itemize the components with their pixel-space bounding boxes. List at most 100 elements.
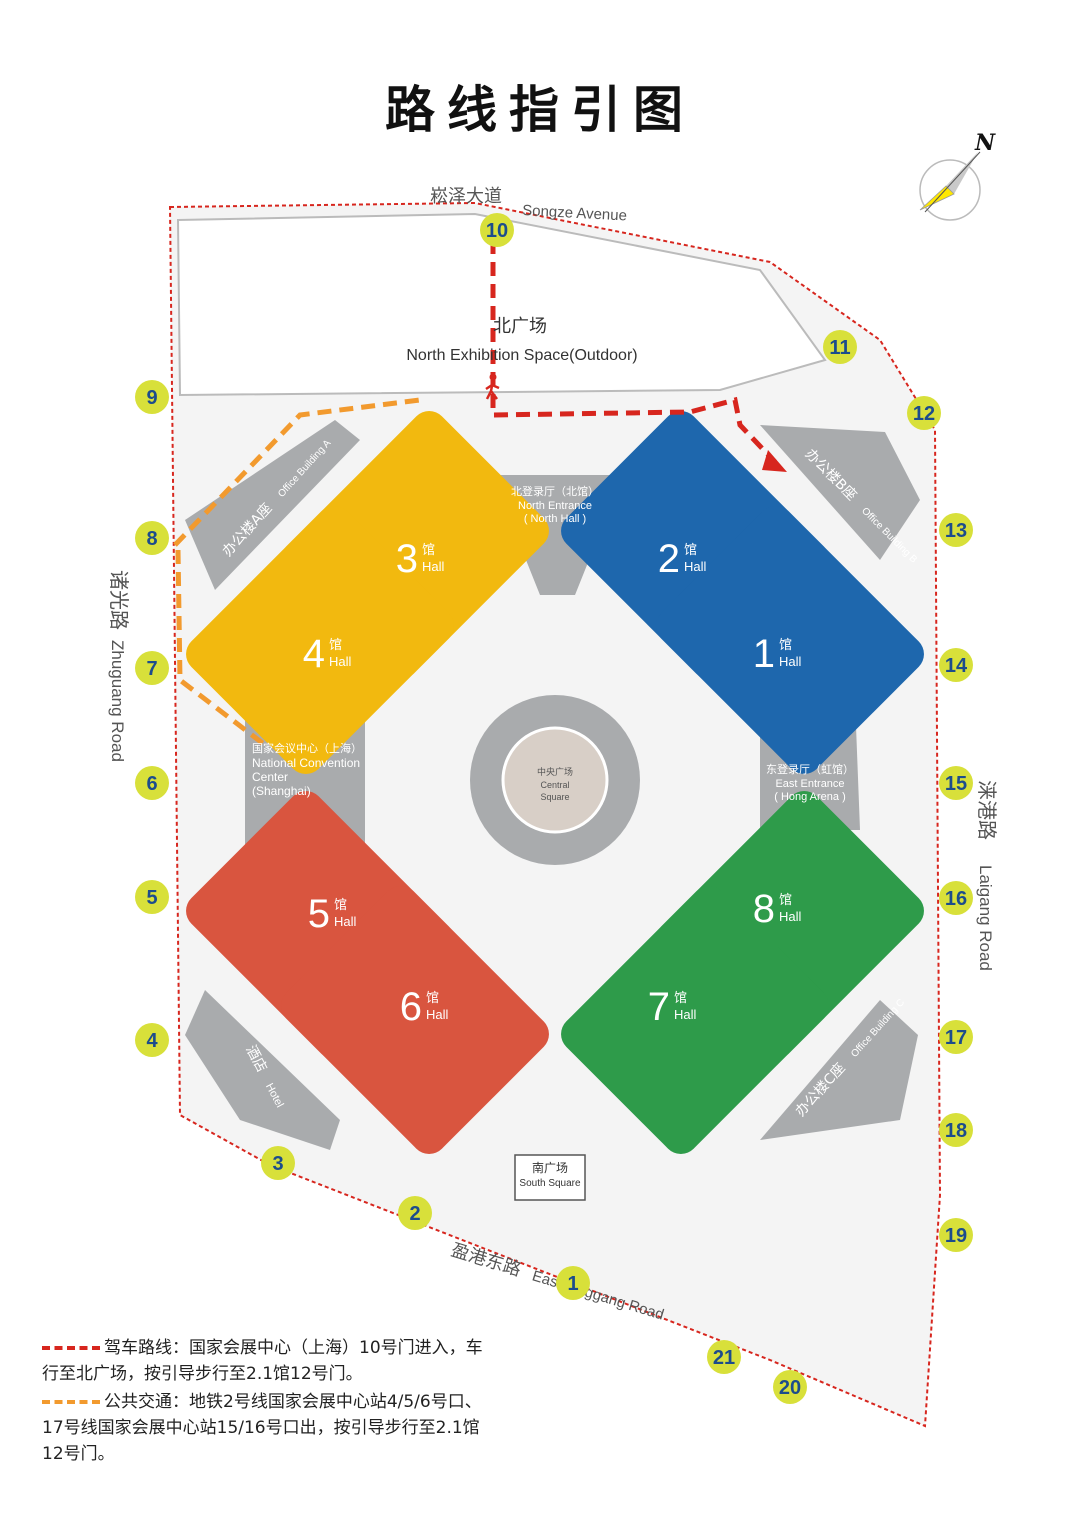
- east-entrance-cn: 东登录厅（虹馆）: [766, 762, 854, 776]
- page-title: 路线指引图: [385, 81, 695, 139]
- gate-4: 4: [135, 1023, 169, 1057]
- north-hall-en1: North Entrance: [518, 500, 592, 512]
- gate-marker: [135, 880, 169, 914]
- gate-16: 16: [939, 881, 973, 915]
- central-square: [501, 726, 609, 834]
- gate-13: 13: [939, 513, 973, 547]
- gate-number: 8: [146, 528, 157, 550]
- hall-en: Hall: [674, 1007, 697, 1022]
- legend-drive-line2: 行至北广场，按引导步行至2.1馆12号门。: [42, 1364, 363, 1384]
- gate-marker: [261, 1146, 295, 1180]
- hall-cn: 馆: [422, 543, 435, 558]
- gate-6: 6: [135, 766, 169, 800]
- gate-9: 9: [135, 380, 169, 414]
- east-entrance-en1: East Entrance: [775, 778, 844, 790]
- gate-marker: [135, 1023, 169, 1057]
- gate-number: 12: [913, 403, 935, 425]
- transit-route: [173, 397, 421, 747]
- gate-number: 21: [713, 1347, 735, 1369]
- gate-number: 20: [779, 1377, 801, 1399]
- gate-marker: [398, 1196, 432, 1230]
- compass-north-label: N: [974, 130, 996, 156]
- north-hall-en2: ( North Hall ): [524, 513, 586, 525]
- north-plaza-cn: 北广场: [493, 316, 547, 337]
- hall-cn: 馆: [334, 898, 347, 913]
- gate-12: 12: [907, 396, 941, 430]
- road-east-en: Laigang Road: [976, 865, 995, 971]
- hall-number: 3: [396, 537, 418, 581]
- compass-icon: [919, 151, 981, 221]
- north-plaza: [176, 212, 827, 397]
- central-en1: Central: [540, 780, 569, 790]
- hotel: [185, 990, 340, 1150]
- central-en2: Square: [540, 792, 569, 802]
- hall-cn: 馆: [674, 991, 687, 1006]
- gate-number: 1: [567, 1273, 578, 1295]
- north-plaza-en: North Exhibition Space(Outdoor): [406, 347, 637, 364]
- gate-number: 13: [945, 520, 967, 542]
- hall-en: Hall: [779, 909, 802, 924]
- gate-17: 17: [939, 1020, 973, 1054]
- gate-marker: [135, 766, 169, 800]
- hall-block-1: [656, 506, 924, 774]
- road-north-cn: 崧泽大道: [430, 186, 502, 207]
- central-cn: 中央广场: [537, 766, 573, 778]
- gate-number: 11: [829, 337, 850, 359]
- gate-20: 20: [773, 1370, 807, 1404]
- hall-en: Hall: [422, 559, 445, 574]
- gate-marker: [939, 766, 973, 800]
- legend-transit-line2: 17号线国家会展中心站15/16号口出，按引导步行至2.1馆: [42, 1418, 480, 1438]
- hall-number: 6: [400, 985, 422, 1029]
- gate-number: 2: [409, 1203, 420, 1225]
- legend-transit-line1: 公共交通：地铁2号线国家会展中心站4/5/6号口、: [104, 1392, 482, 1412]
- road-east-cn: 涞港路: [975, 780, 999, 840]
- gate-marker: [135, 380, 169, 414]
- hall-cn: 馆: [779, 893, 792, 908]
- gate-marker: [939, 1020, 973, 1054]
- convention-en3: (Shanghai): [252, 784, 311, 798]
- hall-block-6: [281, 886, 549, 1154]
- gate-8: 8: [135, 521, 169, 555]
- gate-number: 18: [945, 1120, 967, 1142]
- gate-2: 2: [398, 1196, 432, 1230]
- gate-11: 11: [823, 330, 857, 364]
- gate-marker: [707, 1340, 741, 1374]
- east-entrance-en2: ( Hong Arena ): [774, 791, 846, 803]
- convention-en1: National Convention: [252, 756, 360, 770]
- office-building-a: [185, 420, 360, 590]
- hall-en: Hall: [779, 654, 802, 669]
- hall-cn: 馆: [779, 638, 792, 653]
- gate-7: 7: [135, 651, 169, 685]
- hall-cn: 馆: [329, 638, 342, 653]
- gate-number: 10: [486, 220, 508, 242]
- gate-marker: [939, 648, 973, 682]
- south-square-en: South Square: [519, 1178, 581, 1189]
- gate-number: 16: [945, 888, 967, 910]
- gate-10: 10: [480, 213, 514, 247]
- gate-marker: [480, 213, 514, 247]
- hall-block-4: [186, 506, 454, 774]
- office-building-c: [760, 1000, 918, 1140]
- hall-en: Hall: [334, 914, 357, 929]
- hall-number: 4: [303, 632, 325, 676]
- hall-cn: 馆: [426, 991, 439, 1006]
- gate-number: 7: [146, 658, 157, 680]
- road-west-cn: 诸光路: [107, 570, 131, 630]
- road-north-en: Songze Avenue: [522, 202, 628, 224]
- gate-marker: [135, 651, 169, 685]
- hall-number: 5: [308, 892, 330, 936]
- gate-19: 19: [939, 1218, 973, 1252]
- gate-number: 4: [146, 1030, 158, 1052]
- legend-transit-line3: 12号门。: [42, 1444, 115, 1464]
- gate-1: 1: [556, 1266, 590, 1300]
- gate-number: 15: [945, 773, 967, 795]
- gate-marker: [773, 1370, 807, 1404]
- gate-5: 5: [135, 880, 169, 914]
- legend-transit: 公共交通：地铁2号线国家会展中心站4/5/6号口、 17号线国家会展中心站15/…: [42, 1389, 602, 1467]
